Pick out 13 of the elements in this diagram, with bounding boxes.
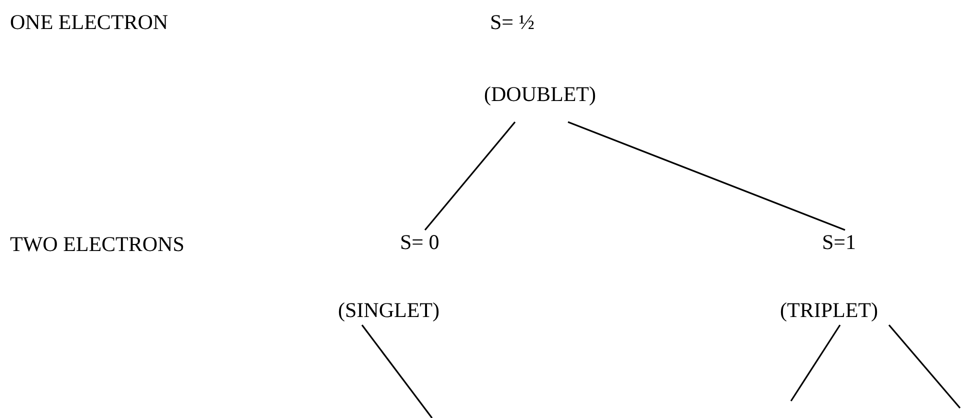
spin-value: S= 0	[400, 230, 440, 254]
spin-value: S=1	[822, 230, 856, 254]
spin-value: S= ½	[490, 10, 535, 34]
connector-line	[790, 324, 841, 402]
connector-line	[568, 121, 846, 231]
row-label: TWO ELECTRONS	[10, 232, 184, 256]
multiplicity-label: (TRIPLET)	[780, 298, 878, 322]
row-label: ONE ELECTRON	[10, 10, 168, 34]
connector-line	[424, 121, 516, 231]
connector-line	[361, 324, 433, 418]
connector-line	[888, 324, 961, 409]
multiplicity-label: (DOUBLET)	[484, 82, 596, 106]
multiplicity-label: (SINGLET)	[338, 298, 440, 322]
